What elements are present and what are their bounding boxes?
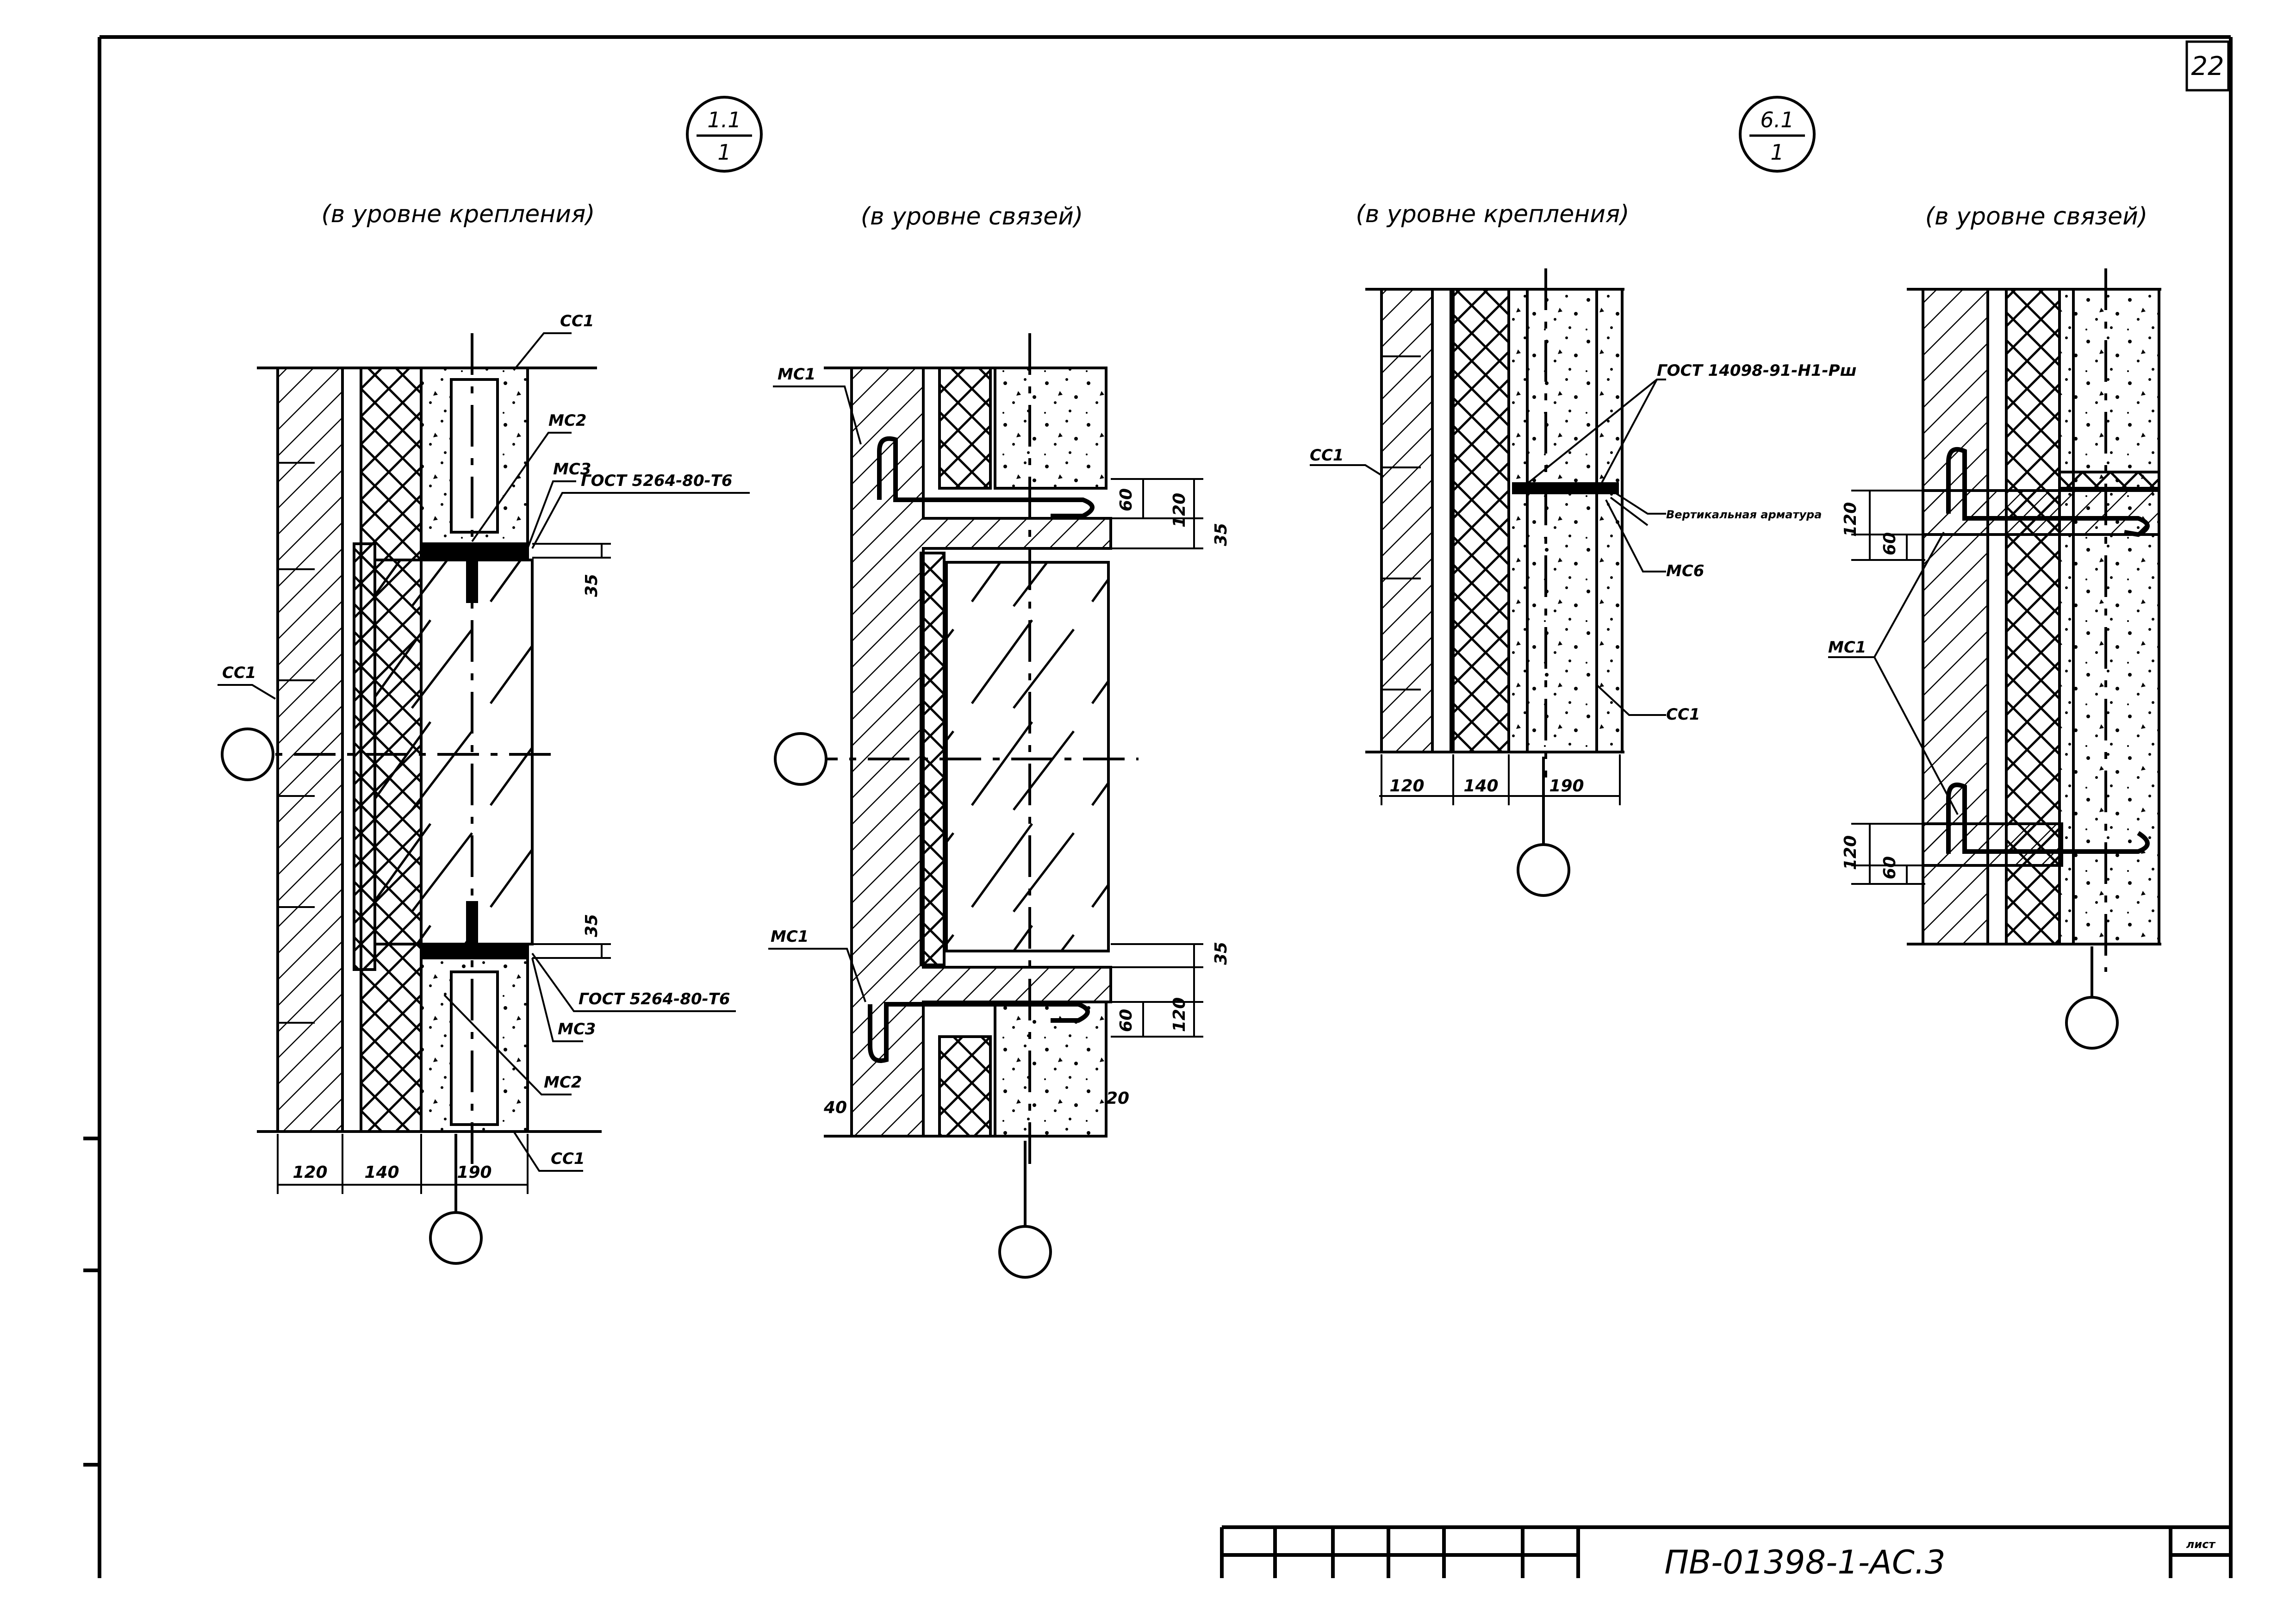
- dim: 35: [582, 574, 601, 597]
- document-code: ПВ-01398-1-АС.3: [1664, 1543, 1945, 1581]
- svg-text:1.1: 1.1: [707, 107, 741, 132]
- label-gost: ГОСТ 5264-80-Т6: [579, 990, 730, 1008]
- dim: 60: [1117, 488, 1136, 511]
- label-mc6: МС6: [1666, 562, 1704, 580]
- dim: 190: [457, 1163, 492, 1182]
- dim: 60: [1880, 532, 1899, 555]
- dim: 40: [823, 1098, 847, 1117]
- section-view-2: [768, 333, 1203, 1279]
- dim: 60: [1880, 856, 1899, 879]
- section-mark-1: 1.1 1: [686, 96, 763, 173]
- dim: 120: [1389, 777, 1424, 796]
- sheet-label: лист: [2186, 1538, 2216, 1551]
- label-mc3: МС3: [553, 460, 591, 479]
- dim: 120: [1841, 502, 1860, 537]
- dim: 140: [364, 1163, 399, 1182]
- label-cc1: СС1: [222, 664, 256, 682]
- view-3-labels: ГОСТ 14098-91-Н1-Рш СС1 Вертикальная арм…: [1310, 361, 1857, 796]
- dim: 120: [292, 1163, 327, 1182]
- label-mc3: МС3: [558, 1020, 596, 1038]
- label-mc2: МС2: [548, 411, 586, 430]
- label-gost: ГОСТ 14098-91-Н1-Рш: [1657, 361, 1857, 380]
- label-mc1: МС1: [778, 365, 815, 384]
- caption-view-4: (в уровне связей): [1925, 203, 2147, 230]
- caption-view-2: (в уровне связей): [861, 203, 1083, 230]
- dim: 140: [1463, 777, 1498, 796]
- label-cc1: СС1: [1666, 705, 1700, 724]
- page-number-box: 22: [2185, 40, 2230, 92]
- page-number: 22: [2191, 51, 2224, 81]
- svg-text:6.1: 6.1: [1760, 107, 1794, 132]
- section-view-1: [218, 332, 750, 1265]
- caption-view-1: (в уровне крепления): [321, 200, 595, 228]
- label-mc2: МС2: [544, 1073, 582, 1092]
- label-mc1: МС1: [1828, 638, 1866, 657]
- section-mark-2: 6.1 1: [1739, 96, 1816, 173]
- dim: 190: [1549, 777, 1584, 796]
- section-view-3: [1310, 268, 1666, 897]
- label-gost: ГОСТ 5264-80-Т6: [581, 472, 733, 490]
- label-mc1: МС1: [771, 927, 809, 946]
- view-4-labels: МС1 120 60 120 60: [1828, 502, 1899, 879]
- section-view-4: [1828, 268, 2161, 1050]
- dim: 35: [1212, 523, 1231, 546]
- title-block: ПВ-01398-1-АС.3 лист: [1220, 1525, 2231, 1581]
- dim: 120: [1170, 493, 1189, 528]
- label-vertical-reinforcement: Вертикальная арматура: [1666, 508, 1822, 521]
- view-2-labels: МС1 МС1 60 120 35 35 60 120 40 20: [771, 365, 1231, 1117]
- dim: 120: [1841, 835, 1860, 870]
- label-cc1: СС1: [1310, 446, 1344, 465]
- dim: 35: [1212, 942, 1231, 965]
- svg-text:1: 1: [1770, 140, 1784, 165]
- dim: 20: [1106, 1089, 1129, 1108]
- svg-text:1: 1: [717, 140, 731, 165]
- dim: 120: [1170, 997, 1189, 1032]
- caption-view-3: (в уровне крепления): [1356, 200, 1629, 228]
- dim: 60: [1117, 1009, 1136, 1032]
- sheet-frame: [83, 35, 2233, 1578]
- dim: 35: [582, 914, 601, 937]
- label-cc1: СС1: [560, 312, 594, 330]
- label-cc1: СС1: [551, 1150, 585, 1168]
- view-1-labels: СС1 МС2 МС3 ГОСТ 5264-80-Т6 СС1 ГОСТ 526…: [222, 312, 733, 1182]
